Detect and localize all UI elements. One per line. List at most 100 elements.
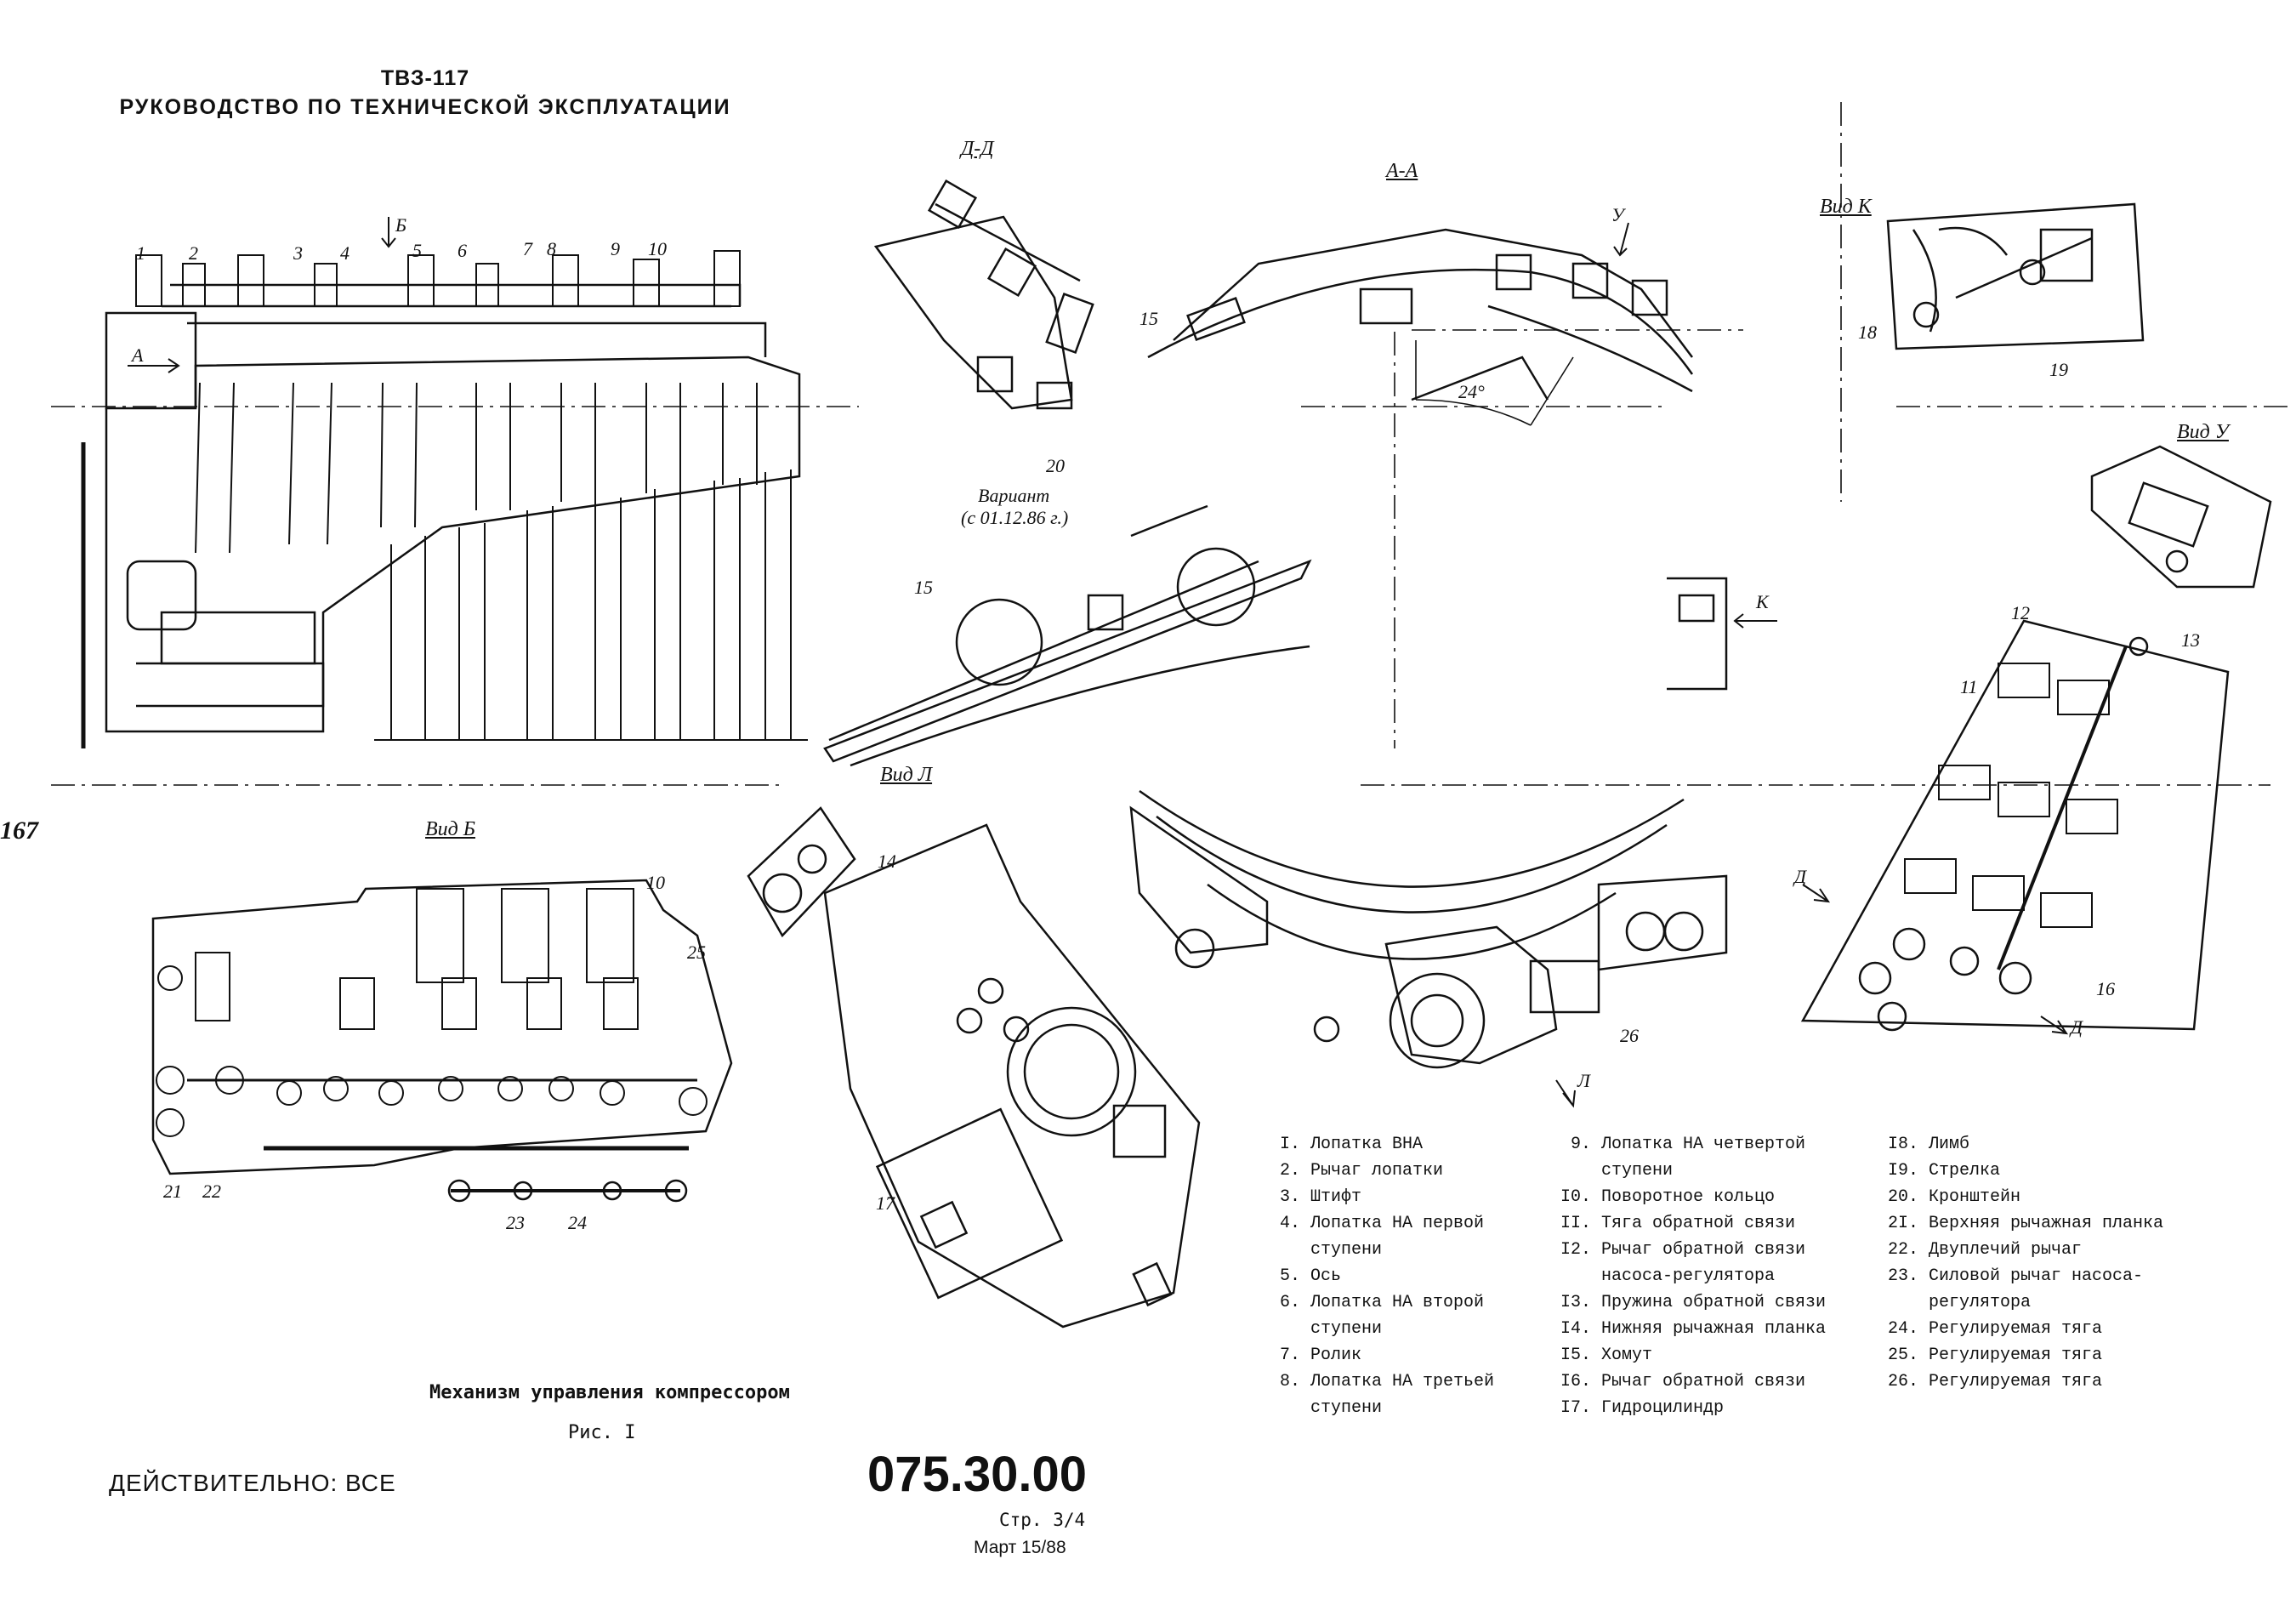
- legend-item: 20. Кронштейн: [1888, 1187, 2021, 1207]
- callout-9: 9: [611, 238, 620, 259]
- angle-label: 24°: [1458, 381, 1485, 402]
- figure-caption: Механизм управления компрессором: [429, 1382, 790, 1403]
- validity-note: ДЕЙСТВИТЕЛЬНО: ВСЕ: [109, 1470, 396, 1496]
- centerlines: [51, 102, 2287, 786]
- callout-10: 10: [648, 238, 667, 259]
- callout-11: 11: [1960, 676, 1978, 697]
- variant-date: (с 01.12.86 г.): [961, 507, 1069, 528]
- legend-item: 2I. Верхняя рычажная планка: [1888, 1214, 2164, 1233]
- legend-item: 22. Двуплечий рычаг: [1888, 1240, 2083, 1260]
- legend-item: 3. Штифт: [1280, 1187, 1362, 1207]
- callout-8: 8: [547, 238, 556, 259]
- revision-date: Март 15/88: [974, 1538, 1066, 1557]
- legend-column-2: 9. Лопатка НА четвертой ступени I0. Пово…: [1560, 1131, 1826, 1421]
- legend-item: II. Тяга обратной связи: [1560, 1214, 1796, 1233]
- view-l-title: Вид Л: [880, 764, 933, 786]
- legend-item: I0. Поворотное кольцо: [1560, 1187, 1776, 1207]
- callout-13: 13: [2181, 629, 2200, 651]
- part-number: 075.30.00: [867, 1447, 1088, 1502]
- legend-item: насоса-регулятора: [1560, 1266, 1776, 1286]
- legend-item: I7. Гидроцилиндр: [1560, 1398, 1725, 1418]
- marker-b: Б: [395, 214, 406, 236]
- legend-item: регулятора: [1888, 1293, 2032, 1312]
- legend-item: 26. Регулируемая тяга: [1888, 1372, 2103, 1391]
- legend-item: I. Лопатка ВНА: [1280, 1135, 1424, 1154]
- callout-3: 3: [293, 242, 303, 264]
- callout-16: 16: [2096, 978, 2115, 999]
- callout-19: 19: [2049, 359, 2068, 380]
- feedback-lever-drawing: [1800, 619, 2230, 1035]
- callout-21: 21: [163, 1181, 182, 1202]
- ring-assembly-drawing: [1129, 789, 1728, 1108]
- section-dd-title: Д-Д: [961, 138, 994, 160]
- callout-15-variant: 15: [914, 577, 933, 598]
- legend-item: 7. Ролик: [1280, 1346, 1362, 1365]
- section-aa-drawing: [1147, 222, 1694, 426]
- legend-column-1: I. Лопатка ВНА 2. Рычаг лопатки 3. Штифт…: [1280, 1131, 1494, 1421]
- callout-2: 2: [189, 242, 198, 264]
- manual-title: РУКОВОДСТВО ПО ТЕХНИЧЕСКОЙ ЭКСПЛУАТАЦИИ: [119, 95, 731, 119]
- legend-item: I8. Лимб: [1888, 1135, 1970, 1154]
- view-b-drawing: [151, 879, 733, 1203]
- callout-12: 12: [2011, 602, 2030, 623]
- variant-detail-drawing: [823, 504, 1312, 767]
- callout-25: 25: [687, 942, 706, 963]
- legend-item: 5. Ось: [1280, 1266, 1342, 1286]
- view-u-title: Вид У: [2177, 421, 2229, 443]
- callout-22: 22: [202, 1181, 221, 1202]
- marker-u: У: [1611, 204, 1624, 225]
- engine-title: ТВЗ-117: [380, 66, 470, 90]
- view-u-drawing: [2090, 445, 2272, 589]
- legend-item: 25. Регулируемая тяга: [1888, 1346, 2103, 1365]
- callout-26: 26: [1620, 1025, 1639, 1046]
- view-b-title: Вид Б: [425, 818, 475, 840]
- legend-item: 4. Лопатка НА первой: [1280, 1214, 1485, 1233]
- margin-page-note: 167: [0, 817, 38, 845]
- callout-4: 4: [340, 242, 350, 264]
- callout-14: 14: [878, 851, 896, 872]
- callout-1: 1: [136, 242, 145, 264]
- callout-18: 18: [1858, 321, 1877, 343]
- marker-l: Л: [1577, 1070, 1590, 1091]
- section-dd-drawing: [873, 179, 1094, 410]
- callout-17: 17: [876, 1192, 895, 1214]
- callout-6: 6: [457, 240, 467, 261]
- callout-24: 24: [568, 1212, 587, 1233]
- legend-item: 6. Лопатка НА второй: [1280, 1293, 1485, 1312]
- legend-item: 9. Лопатка НА четвертой: [1560, 1135, 1806, 1154]
- marker-a: А: [132, 344, 144, 366]
- view-l-drawing: [747, 806, 1201, 1329]
- legend-item: I4. Нижняя рычажная планка: [1560, 1319, 1827, 1339]
- legend-item: ступени: [1280, 1319, 1383, 1339]
- marker-d1: Д: [1794, 866, 1806, 887]
- legend-item: I5. Хомут: [1560, 1346, 1653, 1365]
- legend-item: I3. Пружина обратной связи: [1560, 1293, 1827, 1312]
- marker-d2: Д: [2071, 1016, 2083, 1038]
- marker-k: К: [1756, 591, 1769, 612]
- figure-number: Рис. I: [568, 1422, 636, 1443]
- callout-7: 7: [523, 238, 532, 259]
- section-aa-title: А-А: [1386, 160, 1418, 182]
- callout-20: 20: [1046, 455, 1065, 476]
- page-number: Стр. 3/4: [999, 1510, 1086, 1530]
- legend-column-3: I8. Лимб I9. Стрелка 20. Кронштейн 2I. В…: [1888, 1131, 2163, 1395]
- callout-10-view-b: 10: [646, 872, 665, 893]
- view-k-title: Вид К: [1820, 196, 1872, 218]
- callout-23: 23: [506, 1212, 525, 1233]
- callout-5: 5: [412, 240, 422, 261]
- legend-item: 2. Рычаг лопатки: [1280, 1161, 1444, 1181]
- legend-item: I9. Стрелка: [1888, 1161, 2001, 1181]
- legend-item: I2. Рычаг обратной связи: [1560, 1240, 1806, 1260]
- compressor-section-drawing: [105, 217, 808, 741]
- legend-item: ступени: [1280, 1240, 1383, 1260]
- legend-item: 8. Лопатка НА третьей: [1280, 1372, 1495, 1391]
- legend-item: 23. Силовой рычаг насоса-: [1888, 1266, 2144, 1286]
- legend-item: ступени: [1560, 1161, 1674, 1181]
- view-k-arrow-fragment: [1667, 577, 1777, 691]
- legend-item: ступени: [1280, 1398, 1383, 1418]
- legend-item: I6. Рычаг обратной связи: [1560, 1372, 1806, 1391]
- variant-label: Вариант: [978, 485, 1050, 506]
- callout-15-aa: 15: [1139, 308, 1158, 329]
- view-k-drawing: [1886, 202, 2145, 350]
